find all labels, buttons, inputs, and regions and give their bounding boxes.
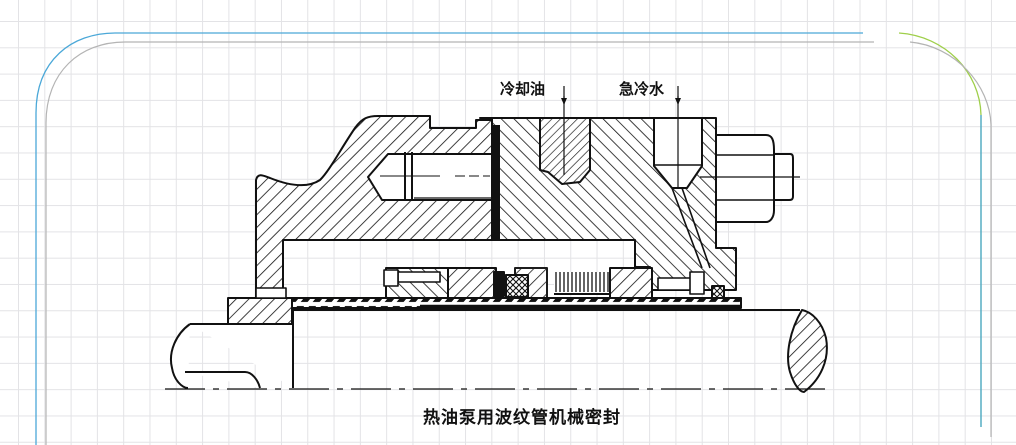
- shaft: [292, 309, 800, 388]
- quench-water-label: 急冷水: [619, 80, 665, 98]
- stud-bore: [367, 153, 493, 201]
- gland-nut: [715, 134, 775, 223]
- figure-caption: 热油泵用波纹管机械密封: [423, 408, 621, 428]
- bellows-end-ring: [609, 267, 653, 299]
- impeller-hub: [170, 323, 294, 389]
- seal-pin-right: [657, 277, 693, 291]
- frame-top-left-accent: [35, 32, 863, 114]
- sleeve-collar: [227, 297, 293, 325]
- frame-top-left-inner: [45, 41, 874, 124]
- shaft-break-section: [787, 309, 828, 393]
- bellows: [554, 272, 610, 295]
- seal-pin-left: [397, 271, 441, 283]
- stationary-ring: [447, 267, 497, 299]
- cooling-oil-label: 冷却油: [500, 80, 546, 98]
- o-ring-black: [493, 271, 505, 297]
- o-ring-right: [711, 285, 725, 299]
- frame-top-right-inner: [909, 41, 992, 437]
- cooling-oil-port: [539, 117, 591, 185]
